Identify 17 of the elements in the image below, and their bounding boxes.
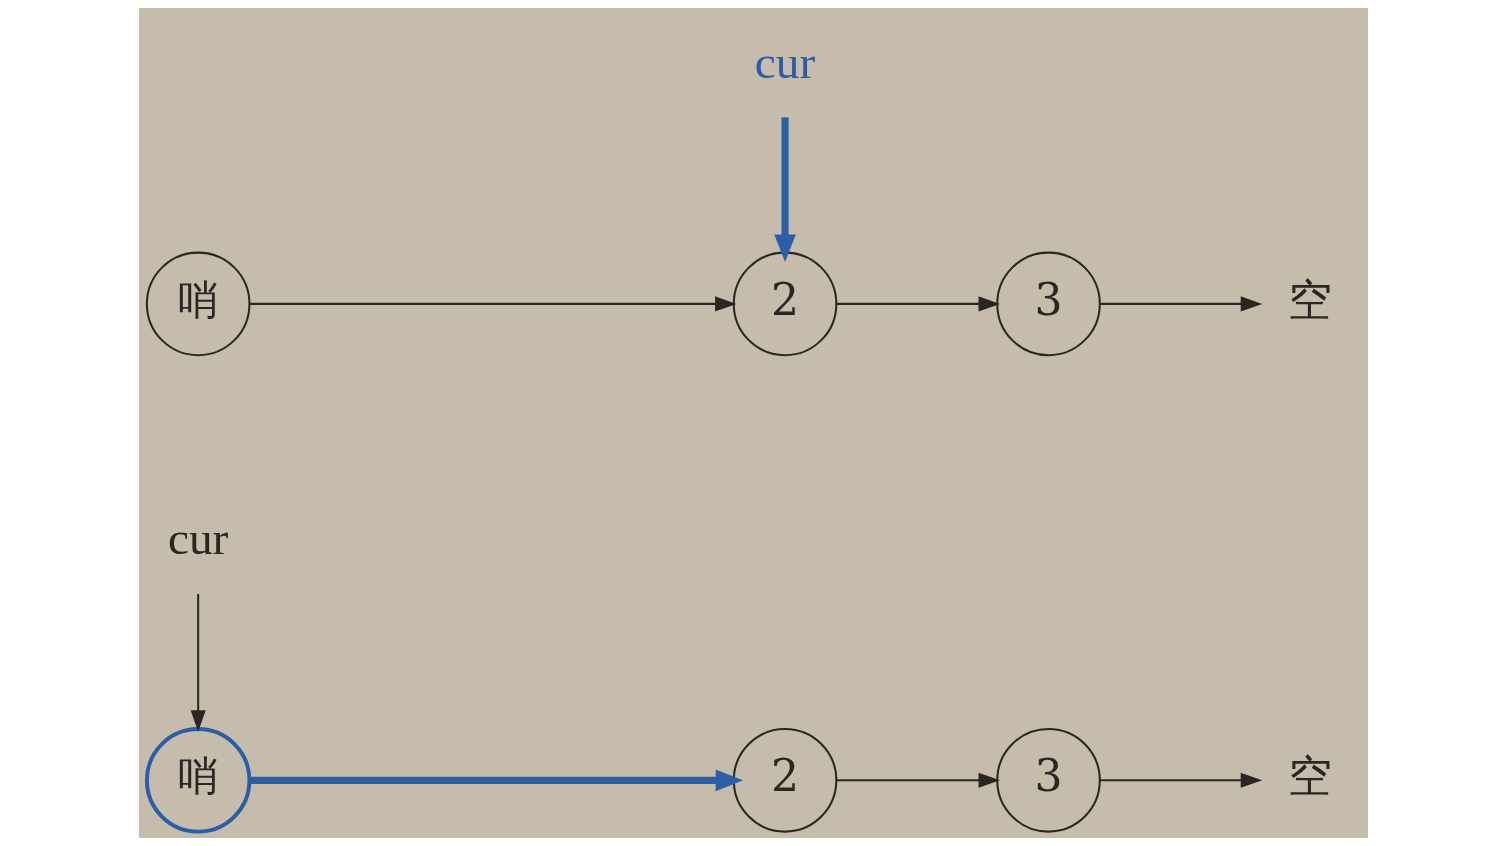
node-circle: 2 [732, 728, 837, 833]
arrow [1099, 296, 1262, 312]
arrow [249, 296, 737, 312]
node-text: cur [754, 35, 815, 88]
arrow [249, 769, 743, 792]
node-circle: 2 [732, 251, 837, 357]
arrow [190, 593, 206, 732]
node-circle: 3 [995, 728, 1101, 833]
node-circle: 3 [995, 251, 1101, 357]
node-text: 空 [1287, 273, 1332, 325]
arrow [836, 772, 1000, 788]
node-text: 空 [1287, 750, 1332, 802]
arrow [1099, 772, 1262, 788]
node-circle: 哨 [145, 251, 250, 357]
node-circle: 哨 [144, 727, 251, 834]
arrow [836, 296, 1000, 312]
node-text: cur [167, 511, 228, 564]
